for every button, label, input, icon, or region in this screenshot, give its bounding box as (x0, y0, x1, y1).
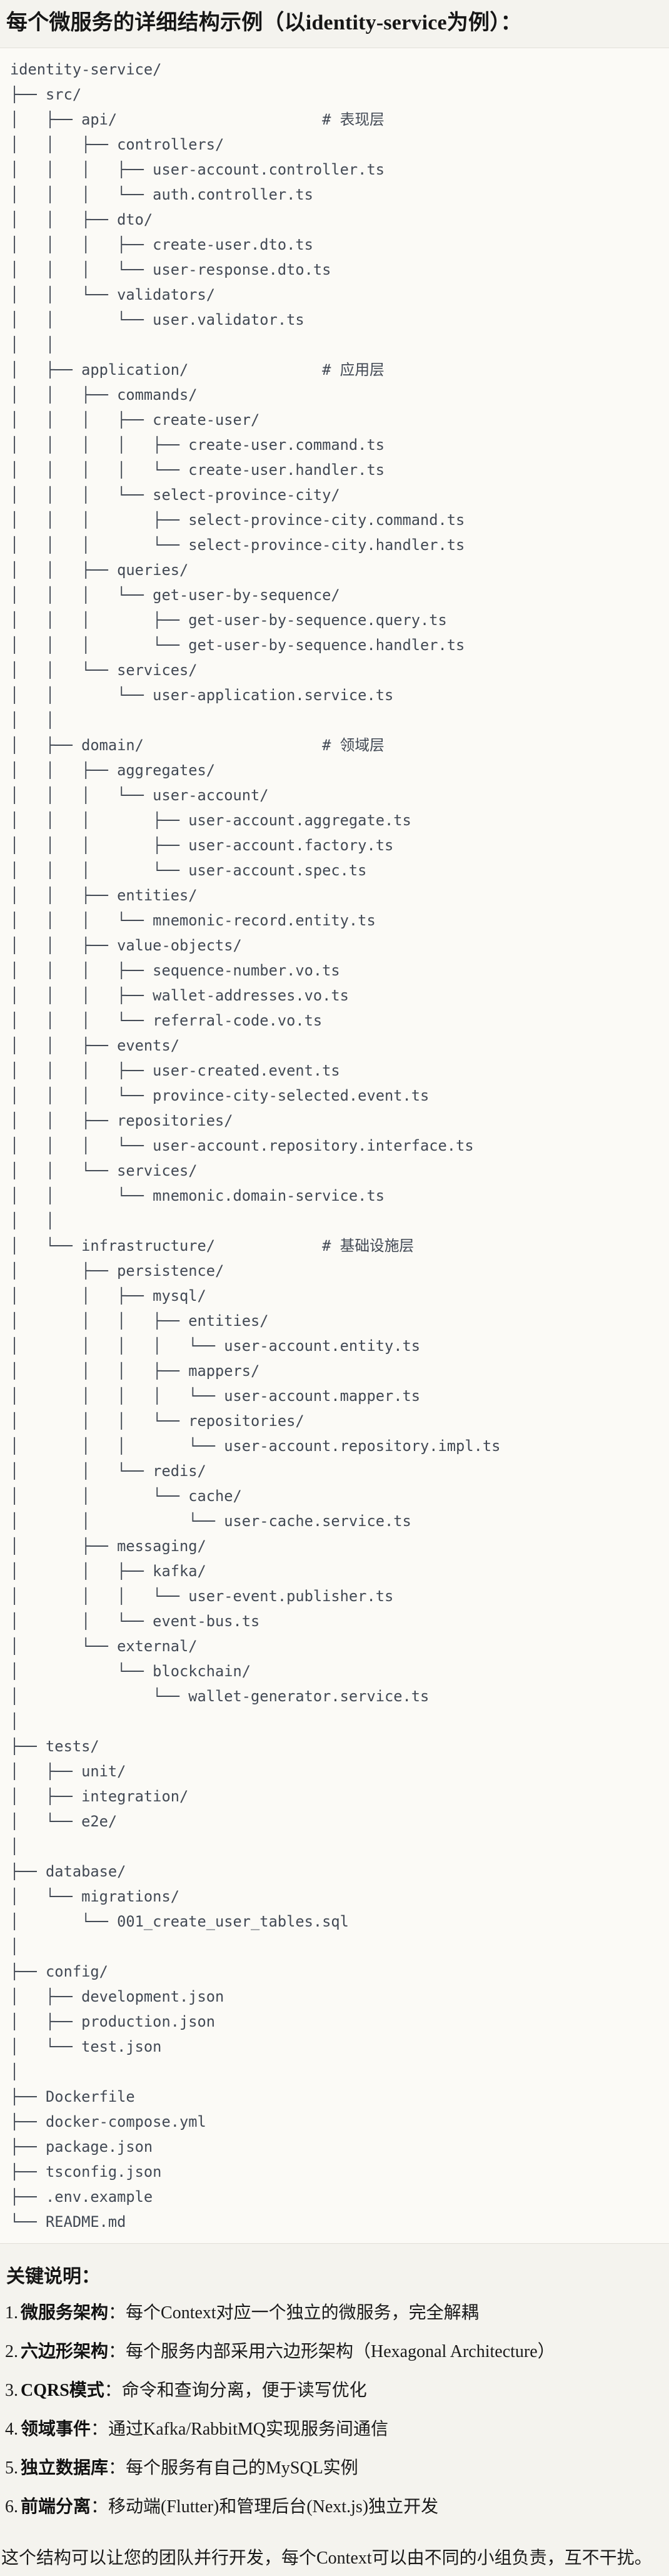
note-term: 微服务架构 (21, 2303, 109, 2323)
note-term: 六边形架构 (21, 2342, 109, 2361)
note-desc: ：每个服务有自己的MySQL实例 (108, 2458, 358, 2478)
note-desc: ：每个Context对应一个独立的微服务，完全解耦 (108, 2303, 479, 2323)
page-title: 每个微服务的详细结构示例（以identity-service为例）： (6, 11, 522, 34)
note-item: 1.微服务架构：每个Context对应一个独立的微服务，完全解耦 (5, 2300, 669, 2326)
note-desc: ：移动端(Flutter)和管理后台(Next.js)独立开发 (91, 2497, 439, 2517)
note-item: 4.领域事件：通过Kafka/RabbitMQ实现服务间通信 (5, 2416, 669, 2443)
note-desc: ：命令和查询分离，便于读写优化 (104, 2381, 367, 2400)
note-term: CQRS模式 (21, 2381, 104, 2400)
notes-heading: 关键说明： (6, 2266, 100, 2287)
note-number: 2. (5, 2342, 18, 2361)
footer-note: 这个结构可以让您的团队并行开发，每个Context可以由不同的小组负责，互不干扰… (1, 2548, 652, 2568)
note-number: 1. (5, 2303, 18, 2323)
code-block: identity-service/ ├── src/ │ ├── api/ # … (0, 48, 669, 2244)
note-item: 5.独立数据库：每个服务有自己的MySQL实例 (5, 2455, 669, 2482)
directory-tree: identity-service/ ├── src/ │ ├── api/ # … (10, 61, 501, 2231)
note-term: 独立数据库 (21, 2458, 109, 2478)
note-term: 领域事件 (21, 2420, 91, 2439)
note-item: 2.六边形架构：每个服务内部采用六边形架构（Hexagonal Architec… (5, 2339, 669, 2365)
notes-list: 1.微服务架构：每个Context对应一个独立的微服务，完全解耦 2.六边形架构… (0, 2300, 669, 2520)
note-number: 4. (5, 2420, 18, 2439)
note-number: 6. (5, 2497, 18, 2517)
note-desc: ：通过Kafka/RabbitMQ实现服务间通信 (91, 2420, 388, 2439)
note-number: 3. (5, 2381, 18, 2400)
note-number: 5. (5, 2458, 18, 2478)
note-term: 前端分离 (21, 2497, 91, 2517)
note-item: 3.CQRS模式：命令和查询分离，便于读写优化 (5, 2378, 669, 2404)
note-item: 6.前端分离：移动端(Flutter)和管理后台(Next.js)独立开发 (5, 2494, 669, 2520)
note-desc: ：每个服务内部采用六边形架构（Hexagonal Architecture） (108, 2342, 555, 2361)
